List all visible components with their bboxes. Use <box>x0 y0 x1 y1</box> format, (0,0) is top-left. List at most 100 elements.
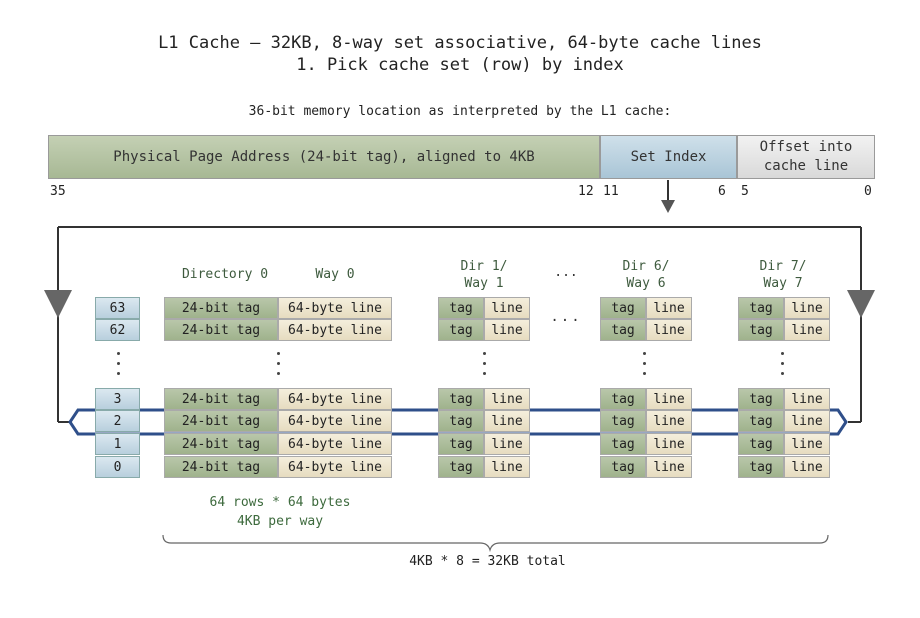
header-dir6-line2: Way 6 <box>626 276 666 291</box>
header-dir6-way6: Dir 6/ Way 6 <box>600 258 692 292</box>
vertical-ellipsis-dot <box>276 372 280 375</box>
way0-tag-cell: 24-bit tag <box>164 433 278 455</box>
way6-line-cell: line <box>646 319 692 341</box>
bit-6: 6 <box>718 184 726 199</box>
way7-line-cell: line <box>784 297 830 319</box>
way6-line-cell: line <box>646 410 692 432</box>
vertical-ellipsis-dot <box>642 352 646 355</box>
vertical-ellipsis-dot <box>276 352 280 355</box>
way1-tag-cell: tag <box>438 410 484 432</box>
way6-tag-cell: tag <box>600 433 646 455</box>
set-index-label: Set Index <box>630 149 707 165</box>
vertical-ellipsis-dot <box>642 372 646 375</box>
header-dir1-line1: Dir 1/ <box>460 259 508 274</box>
bit-12: 12 <box>578 184 594 199</box>
vertical-ellipsis-dot <box>116 362 120 365</box>
way1-line-cell: line <box>484 410 530 432</box>
way6-tag-cell: tag <box>600 388 646 410</box>
diagram-subtitle: 1. Pick cache set (row) by index <box>296 55 624 75</box>
rows-note-line1: 64 rows * 64 bytes <box>209 495 351 510</box>
way7-tag-cell: tag <box>738 297 784 319</box>
way7-line-cell: line <box>784 456 830 478</box>
total-note: 4KB * 8 = 32KB total <box>409 554 566 569</box>
index-arrow-head <box>661 200 675 213</box>
way6-line-cell: line <box>646 433 692 455</box>
way7-tag-cell: tag <box>738 388 784 410</box>
header-dir7-way7: Dir 7/ Way 7 <box>737 258 829 292</box>
way6-line-cell: line <box>646 388 692 410</box>
header-dir7-line1: Dir 7/ <box>759 259 807 274</box>
way0-tag-cell: 24-bit tag <box>164 297 278 319</box>
way1-tag-cell: tag <box>438 433 484 455</box>
way1-tag-cell: tag <box>438 297 484 319</box>
way0-line-cell: 64-byte line <box>278 319 392 341</box>
rows-note-line2: 4KB per way <box>236 514 324 529</box>
way1-line-cell: line <box>484 456 530 478</box>
offset-label-line2: cache line <box>763 158 849 174</box>
vertical-ellipsis-dot <box>482 372 486 375</box>
set-index-cell: 63 <box>95 297 140 319</box>
way0-tag-cell: 24-bit tag <box>164 388 278 410</box>
vertical-ellipsis-dot <box>482 362 486 365</box>
offset-label-line1: Offset into <box>759 139 853 155</box>
vertical-ellipsis-dot <box>482 352 486 355</box>
way6-tag-cell: tag <box>600 456 646 478</box>
diagram-title: L1 Cache – 32KB, 8-way set associative, … <box>158 33 762 53</box>
selected-set-highlight <box>68 408 848 436</box>
tag-segment: Physical Page Address (24-bit tag), alig… <box>48 135 600 179</box>
way1-line-cell: line <box>484 297 530 319</box>
vertical-ellipsis-dot <box>116 372 120 375</box>
header-dir1-line2: Way 1 <box>464 276 504 291</box>
mid-ellipsis: ... <box>550 309 582 325</box>
header-directory-0: Directory 0 <box>181 267 269 282</box>
way7-tag-cell: tag <box>738 410 784 432</box>
way7-line-cell: line <box>784 410 830 432</box>
vertical-ellipsis-dot <box>780 372 784 375</box>
bit-35: 35 <box>50 184 66 199</box>
total-brace <box>162 534 829 553</box>
header-dir6-line1: Dir 6/ <box>622 259 670 274</box>
way1-line-cell: line <box>484 388 530 410</box>
way0-line-cell: 64-byte line <box>278 388 392 410</box>
header-dir7-line2: Way 7 <box>763 276 803 291</box>
way6-tag-cell: tag <box>600 297 646 319</box>
left-arrow-head <box>44 290 72 318</box>
set-index-cell: 2 <box>95 410 140 432</box>
way7-line-cell: line <box>784 319 830 341</box>
way7-line-cell: line <box>784 388 830 410</box>
way0-tag-cell: 24-bit tag <box>164 319 278 341</box>
vertical-ellipsis-dot <box>276 362 280 365</box>
set-index-cell: 62 <box>95 319 140 341</box>
way1-tag-cell: tag <box>438 319 484 341</box>
bit-5: 5 <box>741 184 749 199</box>
way1-line-cell: line <box>484 319 530 341</box>
vertical-ellipsis-dot <box>780 362 784 365</box>
vertical-ellipsis-dot <box>780 352 784 355</box>
way6-tag-cell: tag <box>600 410 646 432</box>
way0-tag-cell: 24-bit tag <box>164 410 278 432</box>
header-dir1-way1: Dir 1/ Way 1 <box>438 258 530 292</box>
way0-tag-cell: 24-bit tag <box>164 456 278 478</box>
way0-line-cell: 64-byte line <box>278 297 392 319</box>
way0-line-cell: 64-byte line <box>278 433 392 455</box>
way0-line-cell: 64-byte line <box>278 456 392 478</box>
offset-segment: Offset into cache line <box>737 135 875 179</box>
set-index-cell: 0 <box>95 456 140 478</box>
vertical-ellipsis-dot <box>642 362 646 365</box>
way1-tag-cell: tag <box>438 388 484 410</box>
set-index-cell: 3 <box>95 388 140 410</box>
set-index-segment: Set Index <box>600 135 737 179</box>
way7-tag-cell: tag <box>738 319 784 341</box>
right-arrow-head <box>847 290 875 318</box>
tag-segment-label: Physical Page Address (24-bit tag), alig… <box>113 149 535 165</box>
way7-tag-cell: tag <box>738 433 784 455</box>
way0-line-cell: 64-byte line <box>278 410 392 432</box>
way7-line-cell: line <box>784 433 830 455</box>
header-ellipsis: ... <box>554 265 578 280</box>
vertical-ellipsis-dot <box>116 352 120 355</box>
header-way-0: Way 0 <box>315 267 355 282</box>
way6-line-cell: line <box>646 456 692 478</box>
bit-11: 11 <box>603 184 619 199</box>
way6-tag-cell: tag <box>600 319 646 341</box>
